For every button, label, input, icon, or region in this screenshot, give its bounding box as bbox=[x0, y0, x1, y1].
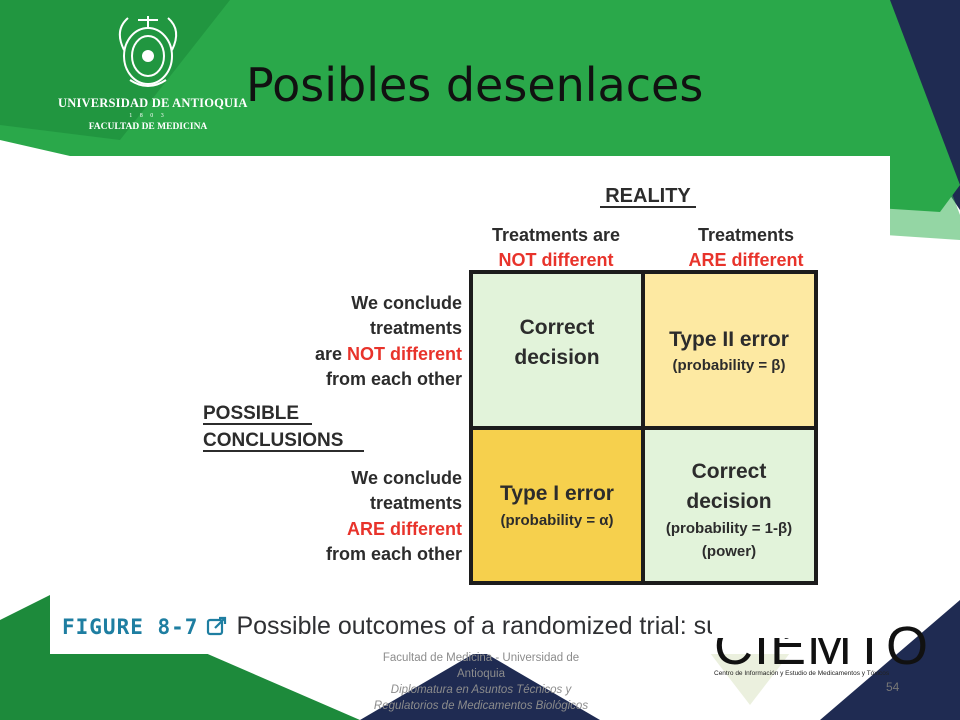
col-header-2-line1: Treatments bbox=[698, 225, 794, 245]
figure-caption: FIGURE 8-7 Possible outcomes of a randomi… bbox=[62, 612, 801, 644]
row-header-2-line4: from each other bbox=[326, 544, 462, 564]
cell-3-line1: Type I error bbox=[500, 482, 614, 505]
footer-line1: Facultad de Medicina - Universidad de bbox=[382, 652, 580, 664]
conclusions-label-line1: POSSIBLE bbox=[203, 403, 299, 424]
outcomes-figure: REALITY Treatments are NOT different Tre… bbox=[50, 156, 890, 654]
footer-line2: Antioquia bbox=[457, 668, 505, 680]
cell-3-line2: (probability = α) bbox=[501, 512, 614, 529]
caption-number: FIGURE 8-7 bbox=[62, 615, 199, 639]
slide-footer: Facultad de Medicina - Universidad de An… bbox=[326, 650, 636, 714]
cell-4-line3: (probability = 1-β) bbox=[666, 520, 792, 537]
conclusions-label-line2: CONCLUSIONS bbox=[203, 430, 343, 451]
row-header-1-line2: treatments bbox=[370, 318, 462, 338]
university-logo: UNIVERSIDAD DE ANTIOQUIA 1 8 0 3 FACULTA… bbox=[58, 10, 248, 146]
row-header-2-line3: ARE different bbox=[347, 519, 462, 539]
row-header-1-line1: We conclude bbox=[351, 293, 462, 313]
pale-triangle bbox=[700, 640, 800, 705]
reality-heading: REALITY bbox=[605, 185, 691, 207]
ciemto-logo: CIEMTO bbox=[712, 612, 932, 682]
cell-2-line2: (probability = β) bbox=[673, 357, 786, 374]
outcomes-diagram: REALITY Treatments are NOT different Tre… bbox=[203, 185, 818, 585]
page-number: 54 bbox=[886, 680, 900, 694]
cell-1-line1: Correct bbox=[520, 316, 595, 339]
row-header-1-line3: are NOT different bbox=[315, 344, 462, 364]
cell-4-line2: decision bbox=[686, 490, 771, 513]
col-header-2-line2: ARE different bbox=[688, 250, 803, 270]
navy-footer-shape bbox=[360, 650, 600, 720]
logo-university-name: UNIVERSIDAD DE ANTIOQUIA bbox=[58, 96, 248, 110]
footer-line3: Diplomatura en Asuntos Técnicos y bbox=[390, 684, 572, 696]
cell-4-line1: Correct bbox=[692, 460, 767, 483]
cell-type-ii-error bbox=[643, 272, 816, 428]
navy-footer-corner bbox=[820, 600, 960, 720]
ciemto-logo-mark: CIEMTO bbox=[712, 612, 928, 676]
dark-green-corner bbox=[0, 0, 230, 140]
col-header-1-line2: NOT different bbox=[499, 250, 614, 270]
cell-2-line1: Type II error bbox=[669, 328, 789, 351]
logo-faculty-name: FACULTAD DE MEDICINA bbox=[88, 122, 208, 132]
cell-4-line4: (power) bbox=[702, 543, 756, 560]
ciemto-figure-overlap bbox=[712, 612, 890, 638]
row-header-2-line1: We conclude bbox=[351, 468, 462, 488]
cell-type-i-error bbox=[471, 428, 643, 583]
university-seal-icon bbox=[118, 16, 178, 87]
caption-text: Possible outcomes of a randomized trial:… bbox=[236, 612, 802, 640]
footer-line4: Regulatorios de Medicamentos Biológicos bbox=[373, 700, 589, 712]
cell-1-line2: decision bbox=[514, 346, 599, 369]
ciemto-subtitle: Centro de Información y Estudio de Medic… bbox=[714, 670, 890, 677]
row-header-1-line4: from each other bbox=[326, 369, 462, 389]
cell-correct-decision-2 bbox=[643, 428, 816, 583]
cell-correct-decision-1 bbox=[471, 272, 643, 428]
external-link-icon bbox=[206, 615, 228, 644]
row-header-2-line2: treatments bbox=[370, 493, 462, 513]
col-header-1-line1: Treatments are bbox=[492, 225, 620, 245]
logo-year: 1 8 0 3 bbox=[129, 113, 167, 119]
slide-title: Posibles desenlaces bbox=[246, 58, 704, 112]
